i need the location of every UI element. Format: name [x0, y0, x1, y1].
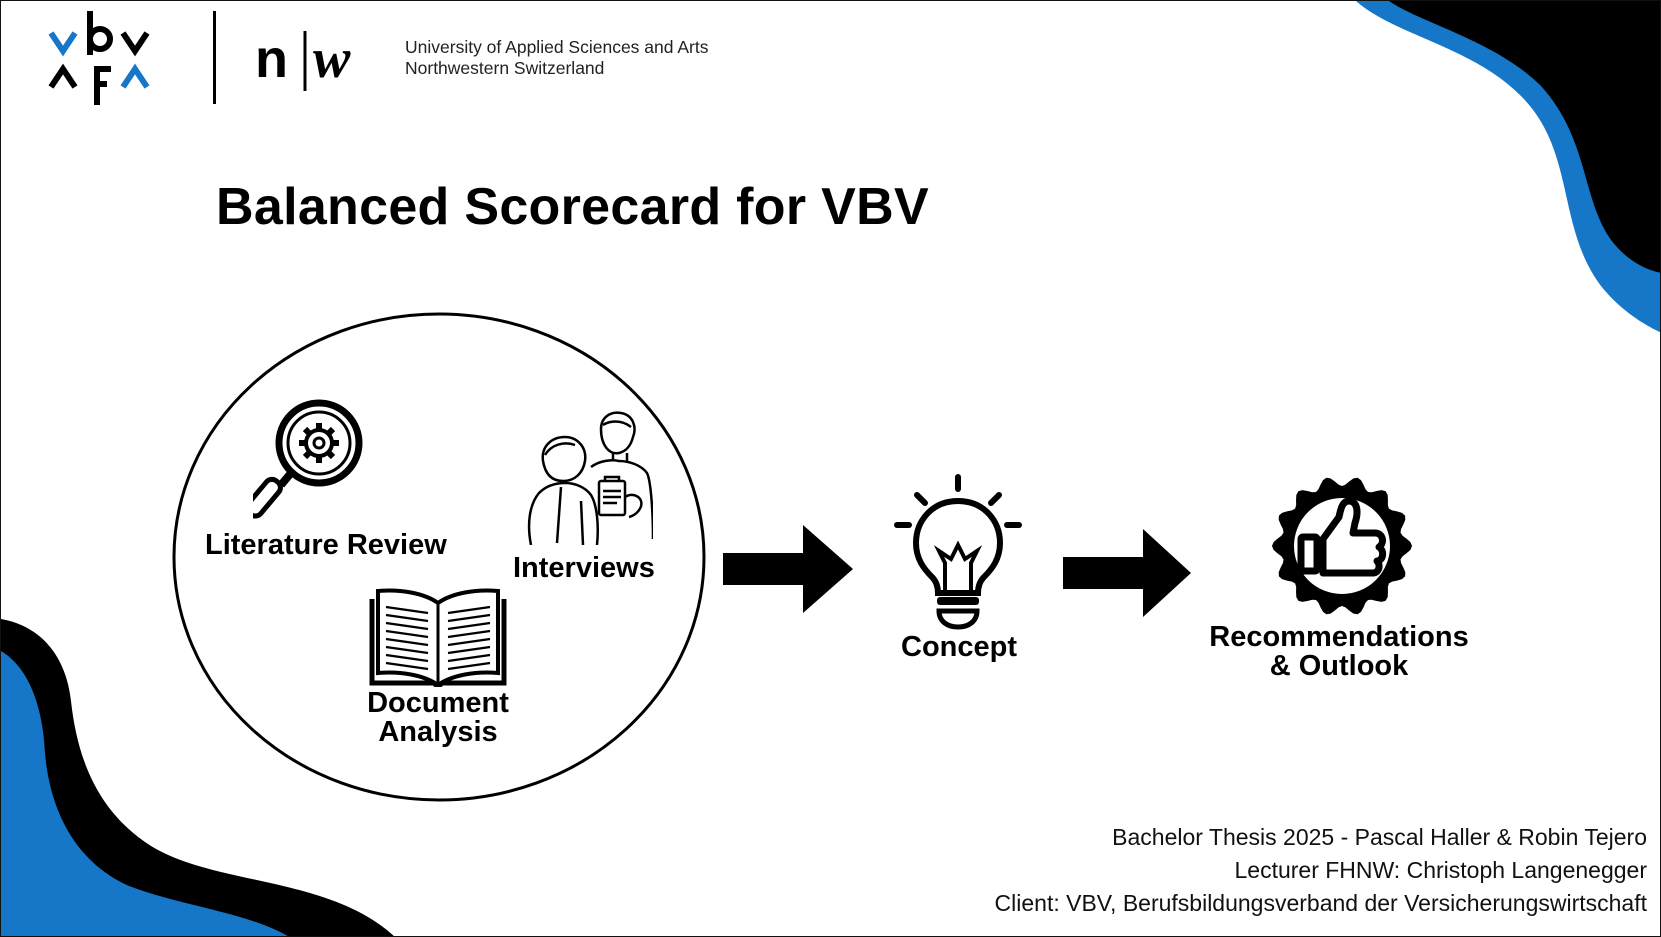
arrow-right-icon — [723, 525, 853, 613]
open-book-icon — [369, 588, 507, 687]
arrow-right-icon-2 — [1063, 529, 1191, 617]
document-analysis-line-2: Analysis — [378, 716, 498, 748]
methods-circle — [172, 312, 706, 802]
fhnw-line-2: Northwestern Switzerland — [405, 58, 605, 78]
concept-label: Concept — [901, 631, 1017, 663]
credits-block: Bachelor Thesis 2025 - Pascal Haller & R… — [995, 821, 1647, 920]
recommendations-line-1: Recommendations — [1209, 621, 1469, 653]
vbv-afa-logo — [48, 11, 150, 105]
fhnw-university-name: University of Applied Sciences and Arts … — [405, 37, 709, 79]
recommendations-outlook-label: Recommendations & Outlook — [1195, 623, 1483, 681]
magnifier-gear-icon — [253, 399, 363, 519]
thumbs-up-badge-icon — [1272, 477, 1412, 615]
page-title: Balanced Scorecard for VBV — [216, 178, 929, 236]
svg-text:w: w — [313, 28, 351, 90]
recommendations-line-2: & Outlook — [1269, 650, 1409, 682]
credits-thesis: Bachelor Thesis 2025 - Pascal Haller & R… — [1112, 824, 1647, 850]
interviews-label: Interviews — [513, 552, 655, 584]
lightbulb-icon — [894, 474, 1022, 630]
logo-divider — [213, 11, 216, 104]
interview-people-icon — [527, 411, 653, 545]
credits-lecturer: Lecturer FHNW: Christoph Langenegger — [1234, 857, 1647, 883]
literature-review-label: Literature Review — [205, 529, 447, 561]
svg-text:n: n — [255, 29, 288, 89]
document-analysis-line-1: Document — [367, 687, 509, 719]
fhnw-logo-mark: n w — [255, 28, 351, 91]
credits-client: Client: VBV, Berufsbildungsverband der V… — [994, 890, 1647, 916]
fhnw-line-1: University of Applied Sciences and Arts — [405, 37, 709, 57]
document-analysis-label: Document Analysis — [352, 689, 524, 747]
